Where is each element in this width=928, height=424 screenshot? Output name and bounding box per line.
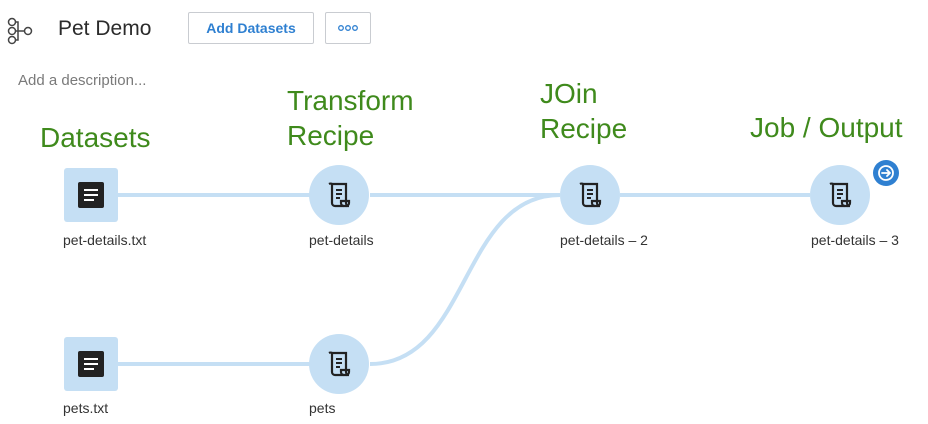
- more-dots-icon: [338, 25, 358, 31]
- output-arrow-button[interactable]: [873, 160, 899, 186]
- node-label-pets: pets: [309, 400, 336, 416]
- scroll-icon: [328, 351, 351, 377]
- node-label-pet-details-3: pet-details – 3: [811, 232, 899, 248]
- recipe-node-pet-details-3[interactable]: [810, 165, 870, 225]
- annotation-job-output: Job / Output: [750, 112, 903, 143]
- page-title: Pet Demo: [58, 17, 152, 40]
- recipe-node-pet-details[interactable]: [309, 165, 369, 225]
- recipe-node-pet-details-2[interactable]: [560, 165, 620, 225]
- description-input[interactable]: Add a description...: [18, 72, 147, 89]
- annotation-transform-recipe: Transform Recipe: [287, 83, 414, 153]
- more-options-button[interactable]: [325, 12, 371, 44]
- scroll-icon: [328, 182, 351, 208]
- node-label-pets-txt: pets.txt: [63, 400, 109, 416]
- annotation-transform-line1: Transform: [287, 85, 414, 116]
- annotation-join-recipe: JOin Recipe: [540, 76, 627, 146]
- dataset-node-pet-details-txt[interactable]: [64, 168, 118, 222]
- arrow-right-circle-icon: [878, 165, 894, 181]
- node-label-pet-details-txt: pet-details.txt: [63, 232, 147, 248]
- scroll-icon: [829, 182, 852, 208]
- dataset-file-icon: [78, 182, 104, 208]
- edge-pets-to-petdetails2: [369, 193, 561, 366]
- add-datasets-button[interactable]: Add Datasets: [188, 12, 314, 44]
- node-label-pet-details: pet-details: [309, 232, 374, 248]
- recipe-node-pets[interactable]: [309, 334, 369, 394]
- annotation-datasets: Datasets: [40, 122, 151, 153]
- annotation-transform-line2: Recipe: [287, 120, 375, 151]
- annotation-join-line2: Recipe: [540, 113, 628, 144]
- dataset-file-icon: [78, 351, 104, 377]
- annotation-join-line1: JOin: [540, 78, 598, 109]
- flow-icon: [6, 16, 34, 46]
- dataset-node-pets-txt[interactable]: [64, 337, 118, 391]
- node-label-pet-details-2: pet-details – 2: [560, 232, 648, 248]
- scroll-icon: [579, 182, 602, 208]
